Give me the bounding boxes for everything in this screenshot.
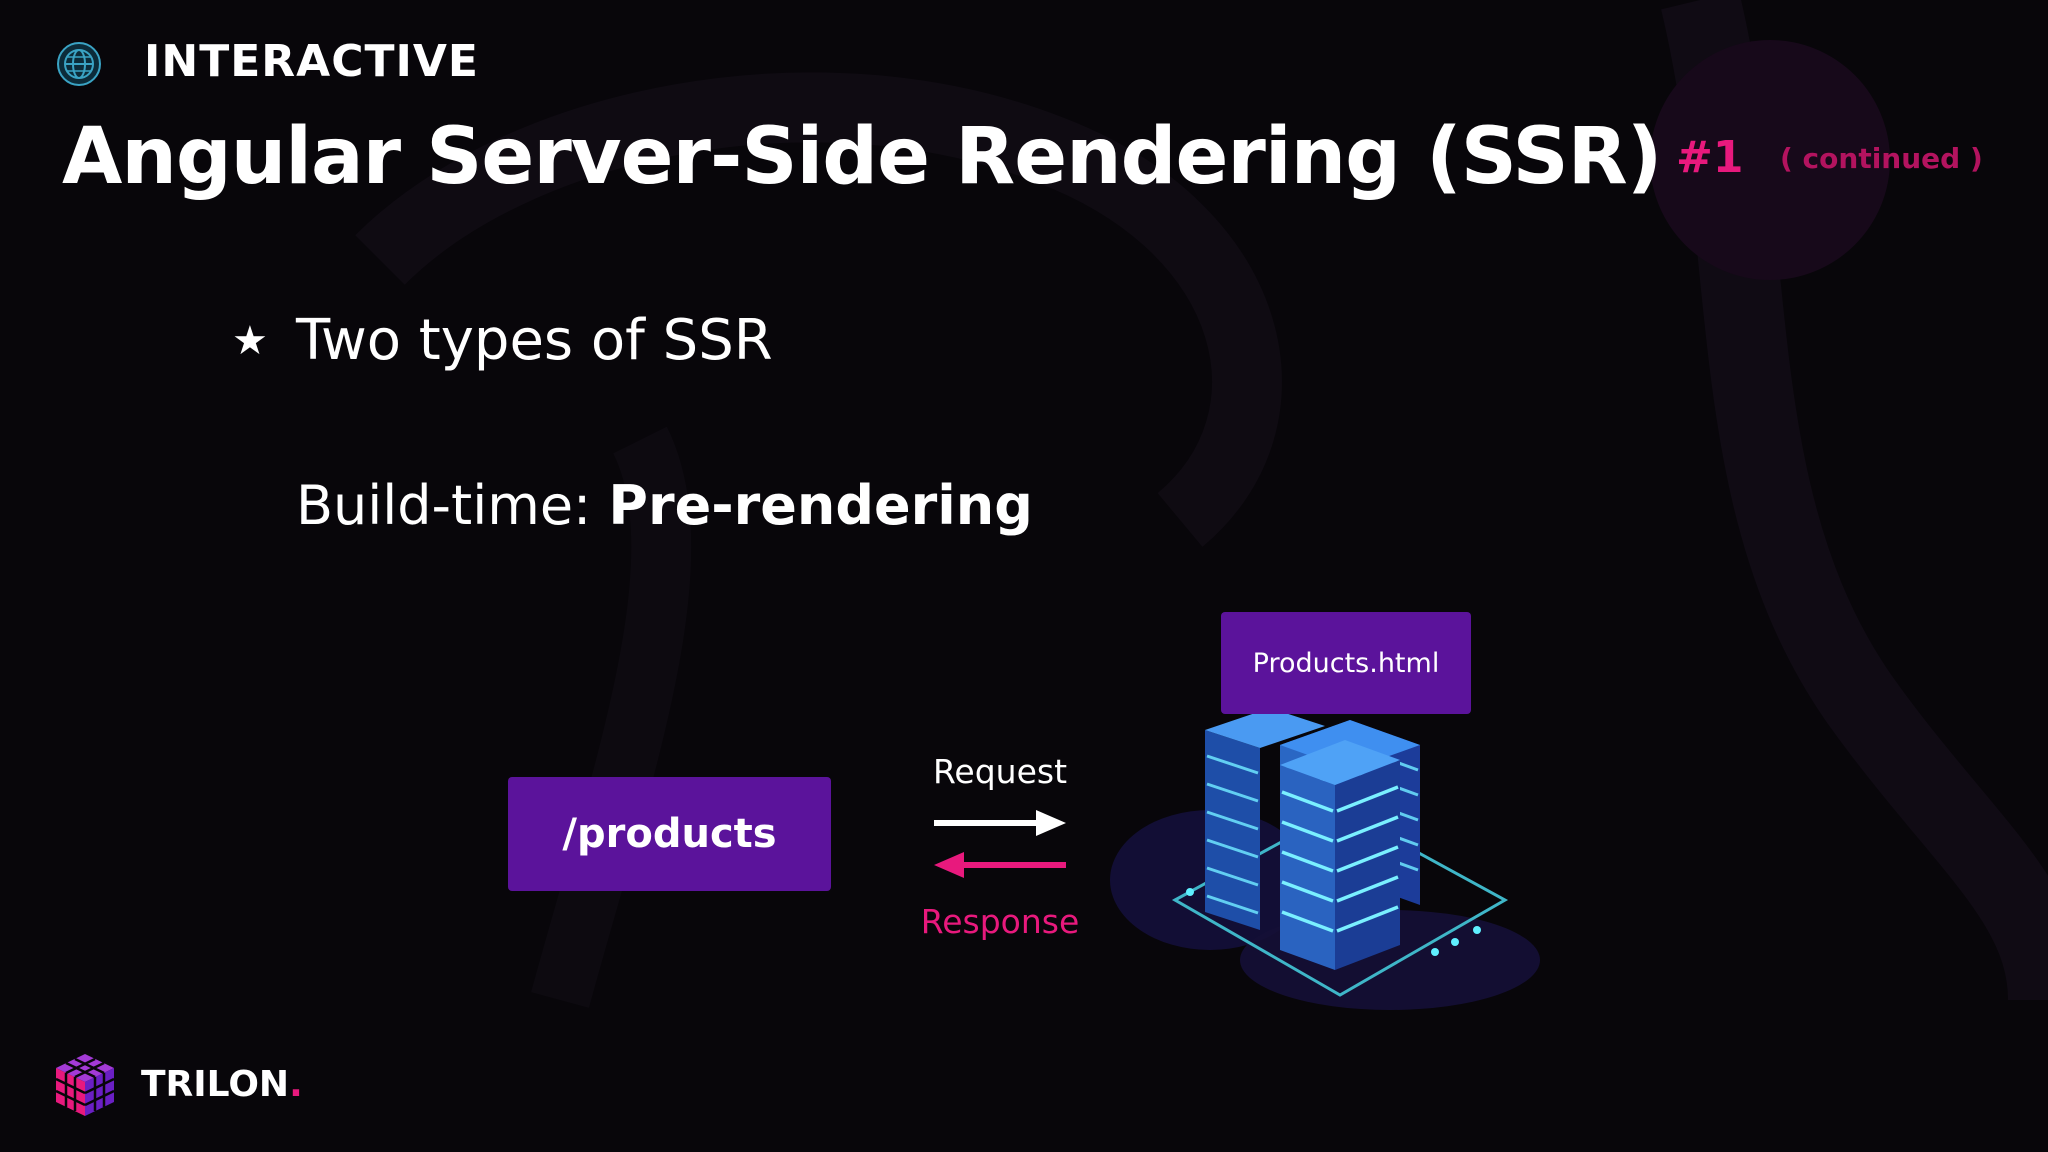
brand-wordmark: TRILON: [141, 1064, 290, 1105]
star-icon: ★: [232, 318, 268, 364]
subline: Build-time: Pre-rendering: [296, 474, 1033, 537]
slide-title: Angular Server-Side Rendering (SSR): [62, 112, 1662, 202]
route-box: /products: [508, 777, 831, 891]
bullet-text: Two types of SSR: [296, 308, 773, 373]
request-label: Request: [932, 752, 1068, 791]
section-eyebrow: INTERACTIVE: [144, 36, 479, 87]
response-label: Response: [920, 902, 1080, 941]
brand-dot: .: [289, 1064, 303, 1105]
continued-note: ( continued ): [1780, 142, 1983, 175]
request-arrow-icon: [934, 810, 1066, 836]
response-arrow-icon: [934, 852, 1066, 878]
trilon-cube-icon: [55, 1054, 115, 1116]
globe-icon: [57, 42, 101, 86]
server-rack-front: [1280, 740, 1400, 970]
subline-emphasis: Pre-rendering: [608, 474, 1033, 537]
server-icon: [1110, 708, 1540, 1010]
server-rack-left: [1205, 708, 1325, 930]
slide-number-badge: #1: [1676, 132, 1744, 183]
request-response-arrows: [934, 810, 1066, 878]
file-box: Products.html: [1221, 612, 1471, 714]
subline-prefix: Build-time:: [296, 474, 609, 537]
brand-name: TRILON.: [141, 1064, 303, 1105]
